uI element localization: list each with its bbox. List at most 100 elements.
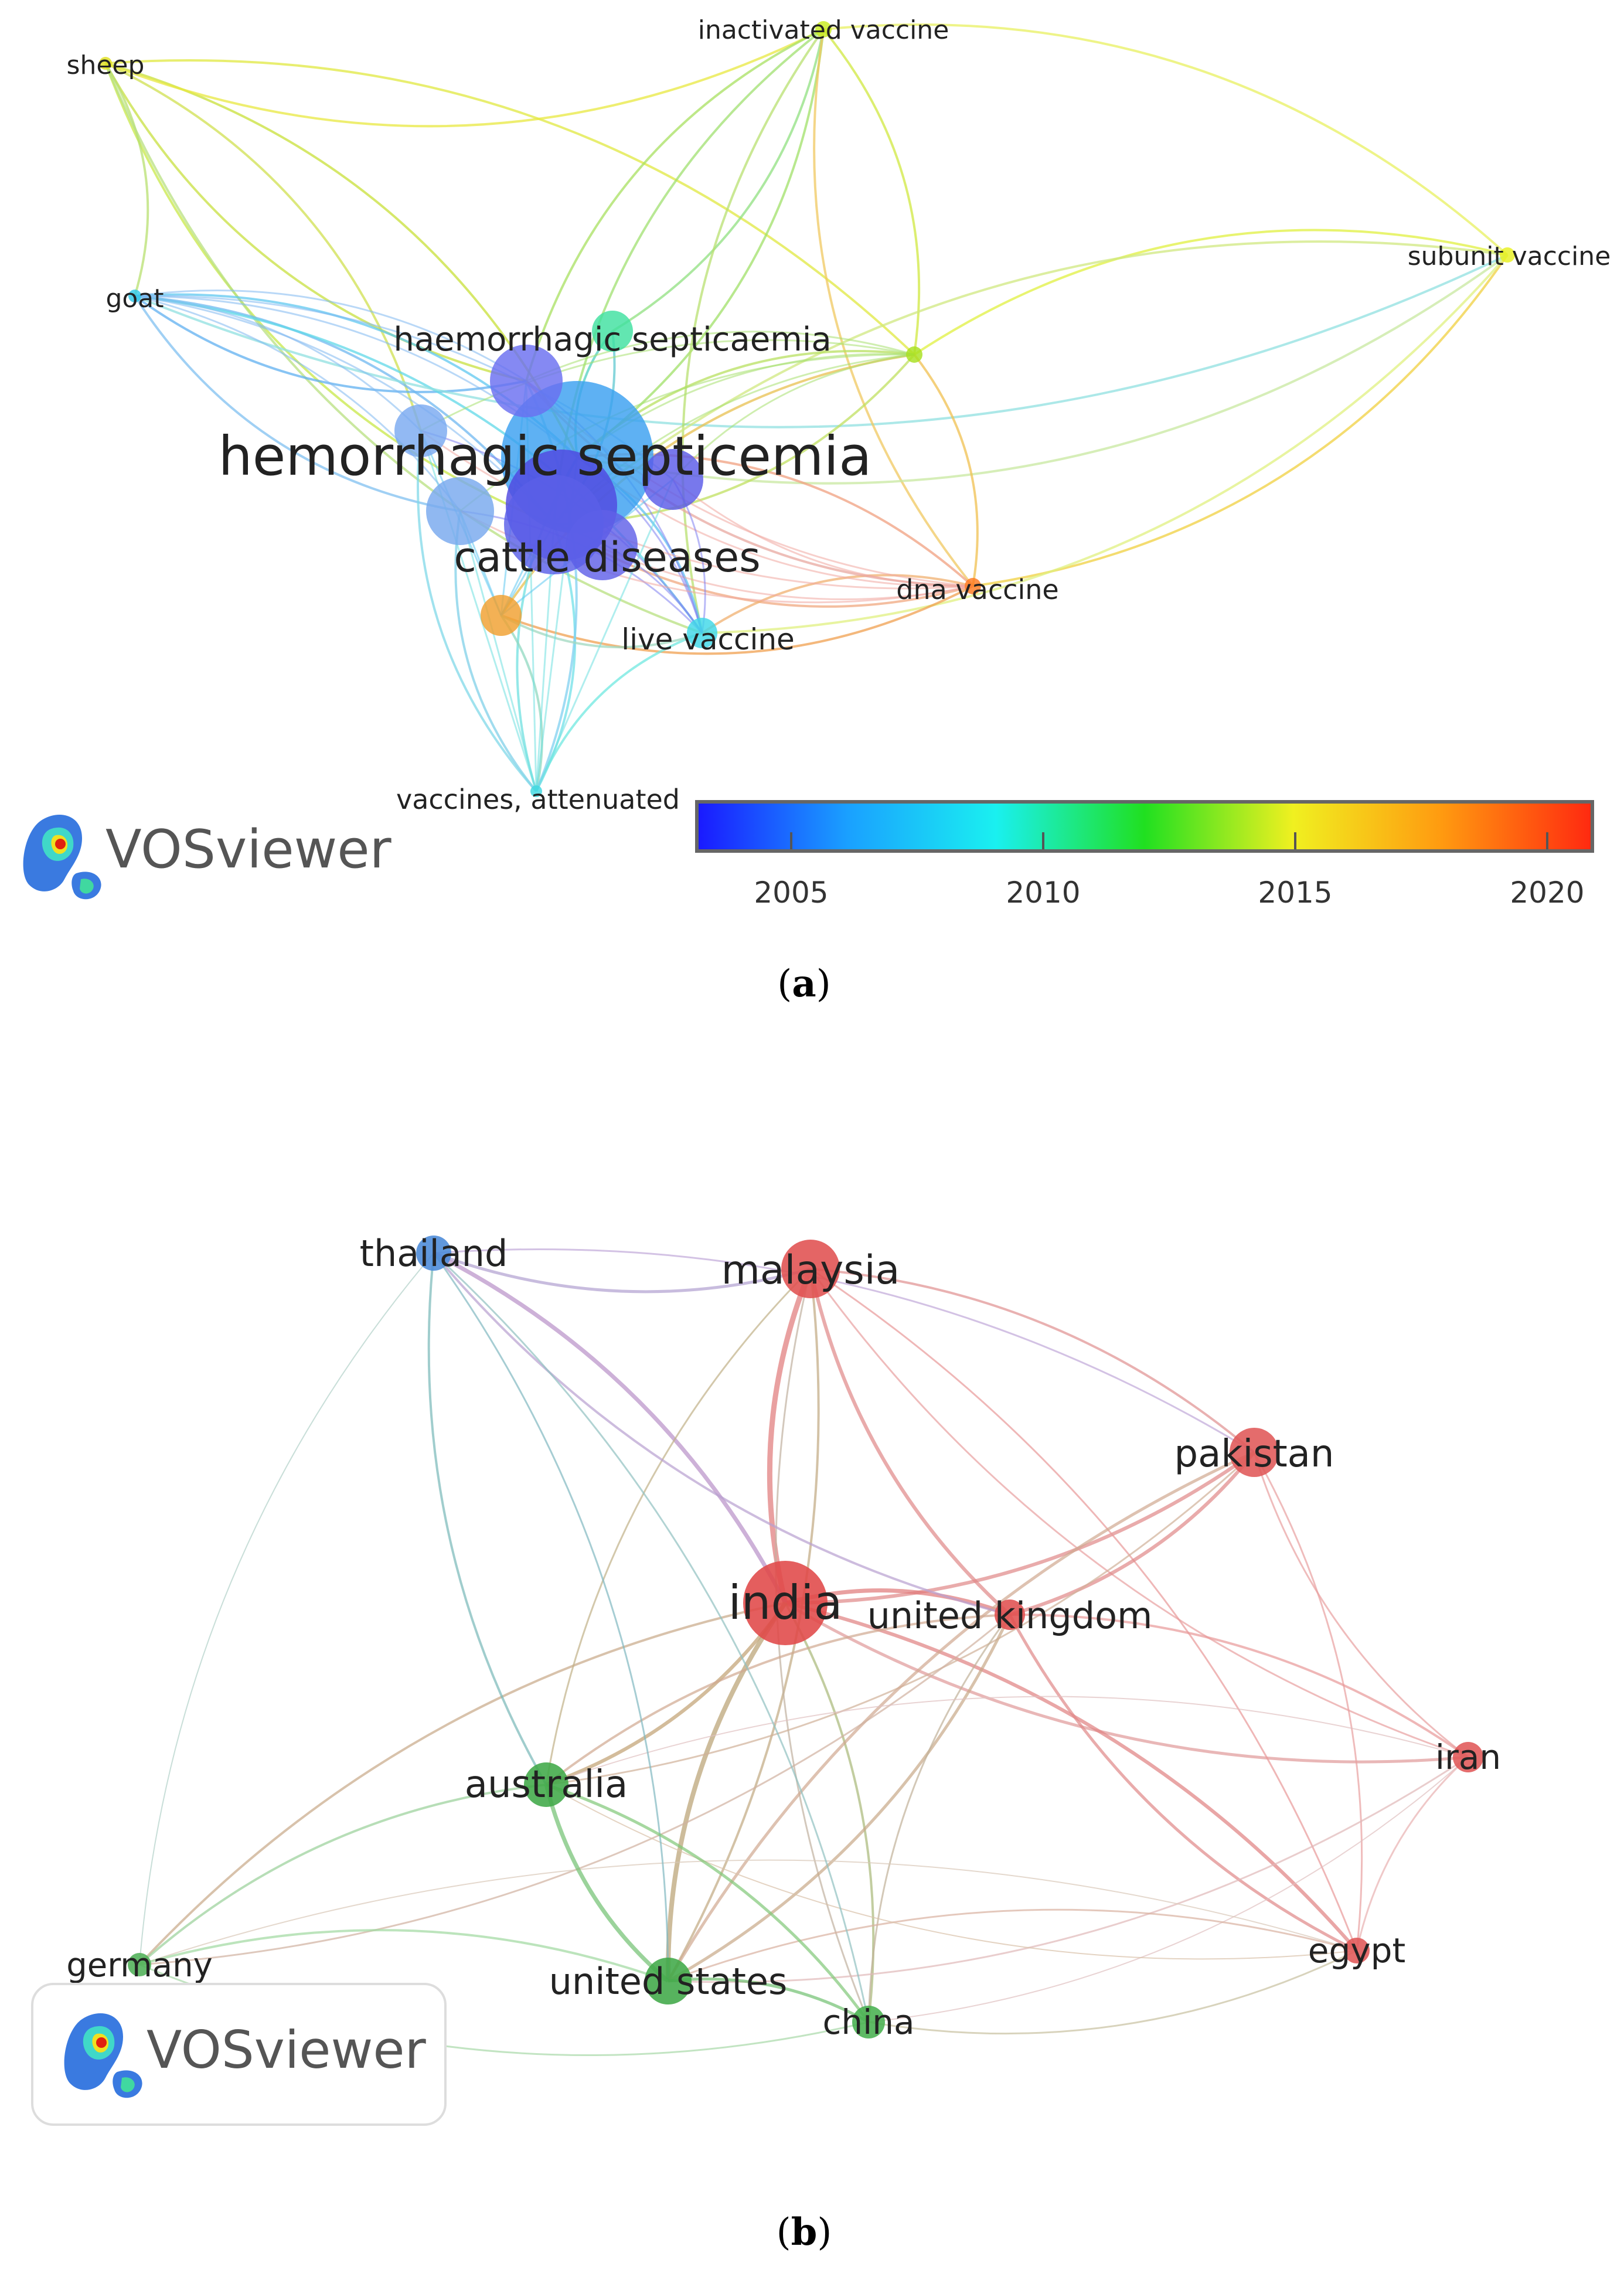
node-australia [524,1762,568,1807]
edge-sheep--n-lime [105,59,915,356]
edge-dna-vaccine--n-orange [501,585,973,655]
edge-inner-n-violet2--vaccines-attenuated [535,479,674,792]
node-india [743,1561,828,1645]
edge-egypt--united-states [668,1908,1357,1982]
node-label-china: china [822,2002,914,2042]
edge-united-states--germany [139,1929,669,1982]
panel-b-edges [138,1248,1469,2056]
edge-united-kingdom--egypt [1008,1614,1358,1952]
edge-goat--subunit-vaccine [134,254,1508,428]
edge-thailand--australia [427,1253,547,1785]
panel-a-caption: (a) [777,962,830,1006]
edge-sheep--n-blue1 [105,62,422,431]
edge-dna-vaccine--n-lime [913,353,979,587]
node-label-dna-vaccine: dna vaccine [896,574,1058,605]
node-cattle-diseases [504,475,604,574]
colorbar-gradient [699,804,1591,849]
edge-egypt--germany [139,1859,1357,1965]
colorbar-tick-label-2020: 2020 [1510,876,1584,910]
edge-goat--haemorrhagic-septicaemia [134,295,527,393]
node-united-states [645,1958,692,2004]
edge-inactivated-vaccine--subunit-vaccine [823,23,1509,256]
edge-vaccines-attenuated--n-blue1 [417,430,537,792]
node-inactivated-vaccine [815,21,832,38]
edge-pakistan--australia [546,1451,1255,1786]
edge-iran--united-states [668,1756,1469,1983]
node-united-kingdom [995,1599,1025,1630]
edge-inner-haemorrhagic-septicaemia--n-lime [526,331,915,382]
edge-vaccines-attenuated--live-vaccine [535,632,703,792]
edge-pakistan--united-kingdom [1009,1451,1256,1616]
edge-united-states--china [668,1978,870,2024]
panel-b-labels: india malaysia pakistan united kingdom i… [66,1232,1501,2042]
panel-a-nodes [99,21,1515,797]
edge-malaysia--united-kingdom [809,1268,1012,1616]
edge-thailand--germany [139,1253,434,1965]
edge-pakistan--thailand [433,1248,1255,1454]
node-label-goat: goat [105,284,164,314]
edge-australia--germany [138,1784,547,1966]
node-malaysia [781,1240,840,1298]
edge-thailand--united-states [433,1253,669,1982]
edge-inactivated-vaccine--dna-vaccine [813,29,974,587]
edge-iran--china [868,1757,1469,2023]
node-n-blue1 [394,404,447,457]
vosviewer-logo-icon [64,2013,142,2098]
node-vaccines-attenuated [530,785,542,797]
edge-inactivated-vaccine--n-green [611,29,825,332]
edge-inner-n-blue2--goat [134,295,461,512]
edge-inner-n-blue2--vaccines-attenuated [459,511,537,792]
edge-india--egypt [785,1601,1359,1952]
vosviewer-wordmark-a: VOSviewer [105,819,391,880]
node-label-thailand: thailand [360,1232,508,1275]
edge-malaysia--china [775,1268,870,2023]
edge-inactivated-vaccine--live-vaccine [681,28,825,634]
edge-united-kingdom--china [867,1614,1011,2023]
node-label-hemorrhagic-septicemia: hemorrhagic septicemia [218,425,871,488]
colorbar: 2005 2010 2015 2020 [695,800,1594,910]
vosviewer-wordmark-b: VOSviewer [147,2020,427,2080]
node-label-egypt: egypt [1308,1931,1405,1970]
node-label-malaysia: malaysia [721,1247,900,1294]
edge-inactivated-vaccine--n-lime [822,28,921,355]
edge-subunit-vaccine--live-vaccine [702,254,1509,634]
edge-sheep--live-vaccine [104,63,703,634]
colorbar-tick-label-2015: 2015 [1258,876,1332,910]
panel-a-caption-open: ( [777,962,792,1006]
panel-a-caption-letter: a [792,962,816,1006]
edge-inner-n-violet2--dna-vaccine [672,478,973,587]
panel-a: hemorrhagic septicemia haemorrhagic sept… [23,15,1611,1006]
edge-egypt--china [868,1949,1357,2035]
panel-b-caption-letter: b [791,2210,818,2254]
panel-a-caption-close: ) [816,962,831,1006]
node-label-united-kingdom: united kingdom [867,1594,1153,1637]
node-n-violet2 [642,449,703,510]
node-label-united-states: united states [549,1960,788,2003]
node-label-pakistan: pakistan [1174,1432,1334,1476]
edge-vaccines-attenuated--n-orange [500,614,543,792]
panel-b-nodes [128,1236,1483,2038]
node-n-blue2 [426,477,494,545]
edge-malaysia--australia [545,1268,812,1785]
node-goat [128,290,141,302]
panel-a-edges [104,23,1509,792]
edge-united-kingdom--thailand [433,1252,1010,1616]
edge-india--thailand [433,1251,788,1604]
edge-pakistan--egypt [1253,1452,1363,1951]
vosviewer-logo-icon [23,815,101,900]
edge-thailand--china [433,1252,870,2023]
node-n-lime [906,346,922,363]
node-label-vaccines-attenuated: vaccines, attenuated [396,784,680,815]
edge-united-kingdom--australia [545,1614,1010,1786]
edge-inner-n-blue1--n-lime [420,339,915,432]
edge-subunit-vaccine--hemorrhagic-septicemia [577,254,1509,485]
colorbar-tick-label-2005: 2005 [754,876,828,910]
edge-india--china [784,1602,875,2023]
edge-vaccines-attenuated--n-blue2 [454,511,537,792]
edge-australia--united-states [544,1784,670,1983]
panel-a-labels: hemorrhagic septicemia haemorrhagic sept… [67,15,1611,815]
edge-sheep--goat [104,62,149,297]
node-thailand [416,1236,451,1271]
edge-iran--australia [546,1696,1469,1785]
edge-inner-n-blue1--goat [134,295,422,432]
